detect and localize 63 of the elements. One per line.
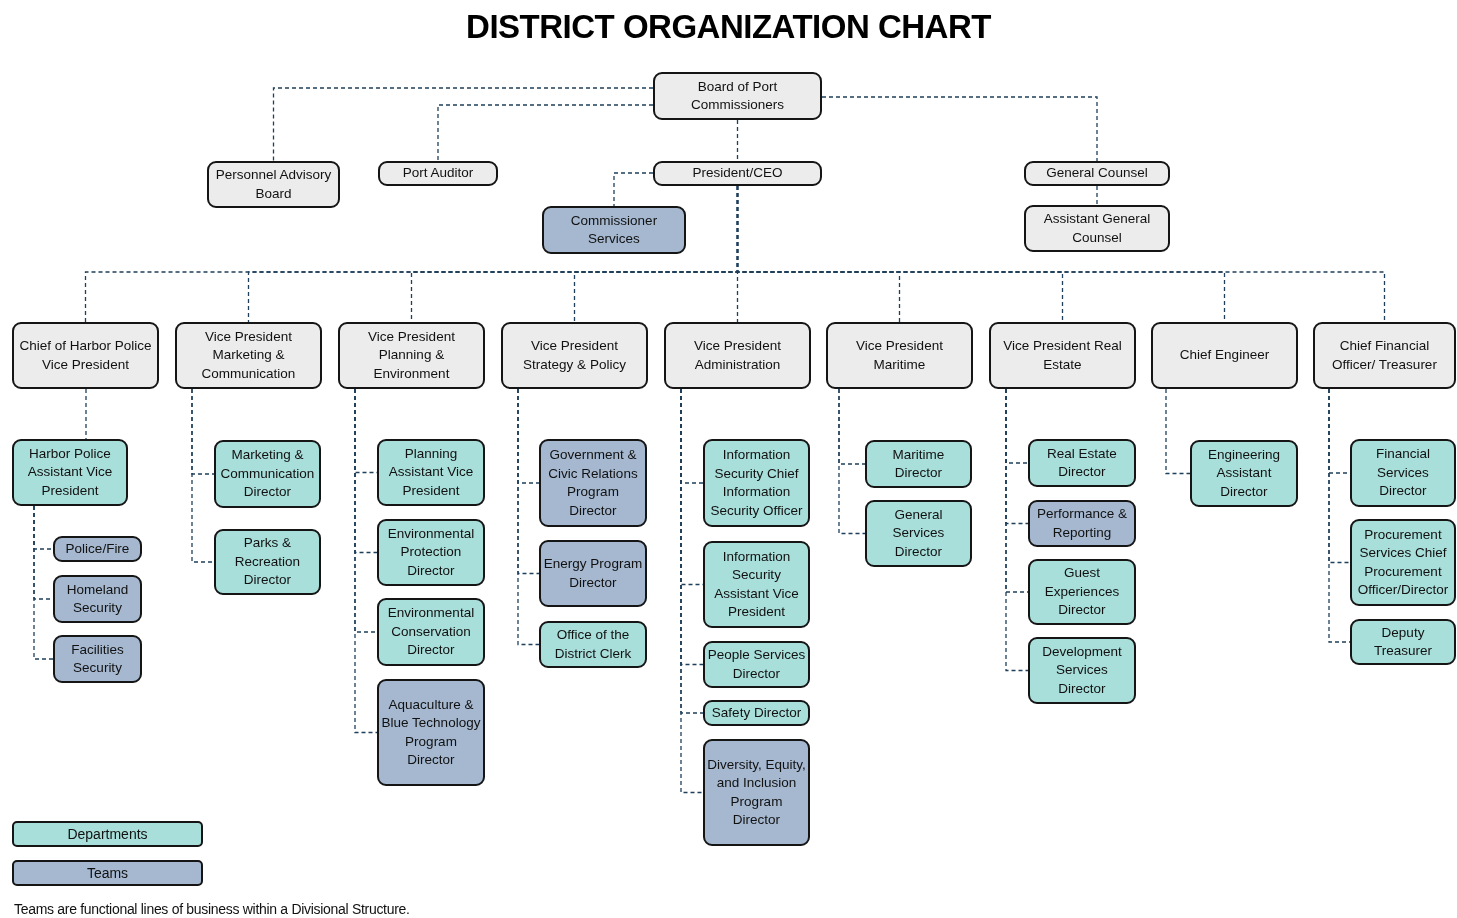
connector-line <box>736 185 1386 323</box>
chart-title: DISTRICT ORGANIZATION CHART <box>465 7 992 47</box>
org-box: Environmental Conservation Director <box>377 598 485 666</box>
org-box: Marketing & Communication Director <box>214 440 321 508</box>
connector-line <box>33 505 54 660</box>
org-box: Information Security Assistant Vice President <box>703 541 810 628</box>
org-box: Chief of Harbor Police Vice President <box>12 322 159 389</box>
org-box: Parks & Recreation Director <box>214 529 321 595</box>
footnote: Teams are functional lines of business within a Divisional Structure. <box>14 900 410 918</box>
org-box: Development Services Director <box>1028 637 1136 704</box>
org-box: General Counsel <box>1024 161 1170 186</box>
org-box: Homeland Security <box>53 575 142 623</box>
org-box: Real Estate Director <box>1028 439 1136 487</box>
connector-line <box>613 172 654 207</box>
org-box: Vice President Maritime <box>826 322 973 389</box>
connector-line <box>821 96 1098 162</box>
org-box: Deputy Treasurer <box>1350 619 1456 665</box>
org-box: Safety Director <box>703 700 810 726</box>
org-box: Vice President Real Estate <box>989 322 1136 389</box>
connector-line <box>85 388 87 440</box>
org-box: Guest Experiences Director <box>1028 559 1136 625</box>
connector-line <box>354 388 378 734</box>
connector-line <box>272 87 654 162</box>
org-box: Environmental Protection Director <box>377 519 485 586</box>
connector-line <box>736 119 739 162</box>
org-box: People Services Director <box>703 641 810 688</box>
org-box: Vice President Marketing & Communication <box>175 322 322 389</box>
org-box: Energy Program Director <box>539 540 647 607</box>
org-box: Vice President Strategy & Policy <box>501 322 648 389</box>
org-box: President/CEO <box>653 161 822 186</box>
connector-line <box>1165 388 1191 475</box>
connector-line <box>437 104 654 162</box>
org-box: Vice President Administration <box>664 322 811 389</box>
org-box: Vice President Planning & Environment <box>338 322 485 389</box>
org-box: Planning Assistant Vice President <box>377 439 485 506</box>
connector-line <box>191 388 215 563</box>
org-box: Maritime Director <box>865 440 972 488</box>
org-box: Aquaculture & Blue Technology Program Director <box>377 679 485 786</box>
org-box: Chief Financial Officer/ Treasurer <box>1313 322 1456 389</box>
connector-line <box>517 388 540 646</box>
org-box: Police/Fire <box>53 536 142 562</box>
legend-swatch: Departments <box>12 821 203 847</box>
org-box: Chief Engineer <box>1151 322 1298 389</box>
org-box: Commissioner Services <box>542 206 686 254</box>
org-box: Personnel Advisory Board <box>207 161 340 208</box>
org-box: Diversity, Equity, and Inclusion Program Director <box>703 739 810 846</box>
org-box: Information Security Chief Information Security Officer <box>703 439 810 527</box>
org-box: Engineering Assistant Director <box>1190 440 1298 507</box>
org-box: Harbor Police Assistant Vice President <box>12 439 128 506</box>
org-box: General Services Director <box>865 500 972 567</box>
legend-swatch: Teams <box>12 860 203 886</box>
org-box: Office of the District Clerk <box>539 621 647 668</box>
connector-line <box>838 388 866 535</box>
org-box: Assistant General Counsel <box>1024 205 1170 252</box>
org-box: Port Auditor <box>378 161 498 186</box>
org-box: Government & Civic Relations Program Director <box>539 439 647 527</box>
connector-line <box>1096 185 1098 206</box>
org-box: Procurement Services Chief Procurement Officer/Director <box>1350 519 1456 606</box>
org-box: Board of Port Commissioners <box>653 72 822 120</box>
org-box: Financial Services Director <box>1350 439 1456 507</box>
org-box: Performance & Reporting <box>1028 500 1136 547</box>
connector-line <box>1005 388 1029 672</box>
org-box: Facilities Security <box>53 635 142 683</box>
